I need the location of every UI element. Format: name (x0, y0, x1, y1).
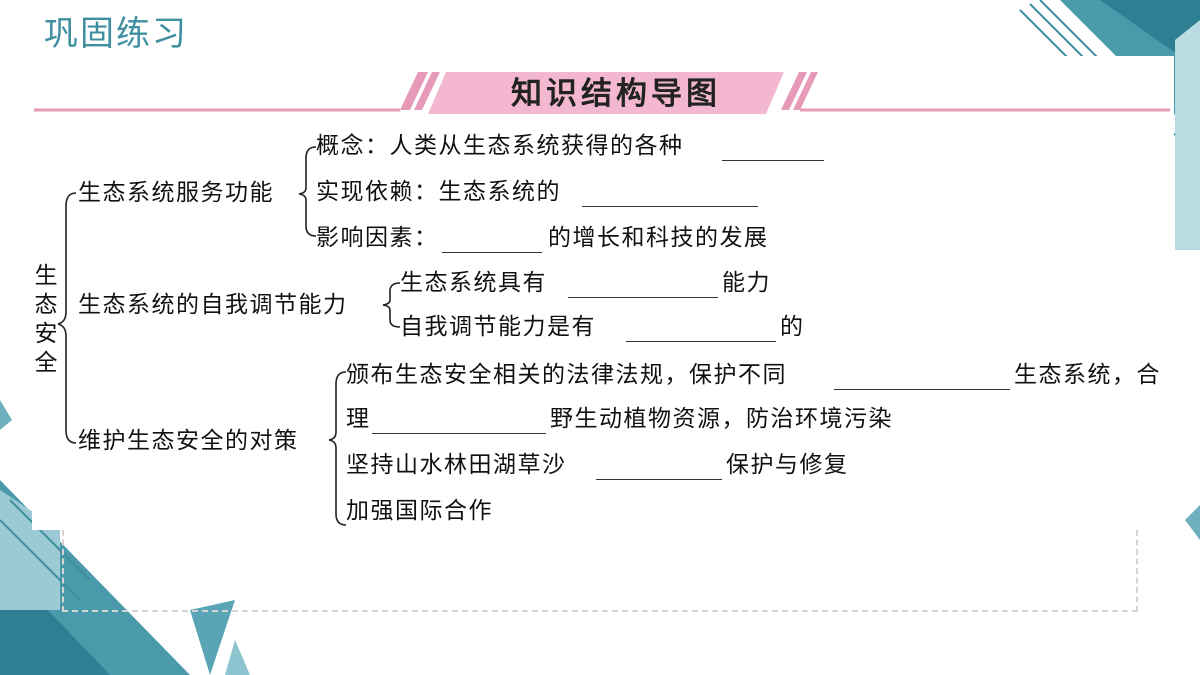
branch-services: 生态系统服务功能 (78, 180, 274, 206)
law2-text-post: 野生动植物资源，防治环境污染 (550, 406, 893, 432)
blank-line[interactable] (596, 479, 722, 480)
have-text-post: 能力 (722, 270, 771, 296)
realize-text: 实现依赖：生态系统的 (316, 179, 561, 205)
branch-regulation: 生态系统的自我调节能力 (78, 292, 348, 318)
law-text-pre: 颁布生态安全相关的法律法规，保护不同 (346, 362, 787, 388)
blank-line[interactable] (626, 341, 776, 342)
blank-line[interactable] (568, 297, 718, 298)
root-node: 生 态 安 全 (34, 262, 58, 378)
blank-line[interactable] (722, 160, 824, 161)
factors-text-post: 的增长和科技的发展 (548, 225, 769, 251)
system-text-post: 保护与修复 (726, 452, 849, 478)
blank-line[interactable] (372, 433, 546, 434)
root-char: 安 (34, 321, 58, 347)
root-char: 全 (34, 350, 58, 376)
concept-text: 概念：人类从生态系统获得的各种 (316, 133, 684, 159)
root-char: 生 (34, 263, 58, 289)
blank-line[interactable] (582, 206, 758, 207)
branch-measures: 维护生态安全的对策 (78, 428, 299, 454)
system-text-pre: 坚持山水林田湖草沙 (346, 452, 567, 478)
blank-line[interactable] (834, 389, 1010, 390)
law-text-mid: 生态系统，合 (1014, 362, 1161, 388)
limited-text-post: 的 (780, 314, 805, 340)
limited-text-pre: 自我调节能力是有 (400, 314, 596, 340)
have-text-pre: 生态系统具有 (400, 270, 547, 296)
banner-title: 知识结构导图 (511, 76, 721, 112)
content-panel (32, 56, 1174, 530)
slide-title: 巩固练习 (44, 14, 188, 54)
blank-line[interactable] (442, 252, 542, 253)
dashed-frame (62, 530, 1138, 612)
factors-text-pre: 影响因素： (316, 225, 439, 251)
root-char: 态 (34, 292, 58, 318)
law2-text-pre: 理 (346, 406, 371, 432)
coop-text: 加强国际合作 (346, 498, 493, 524)
